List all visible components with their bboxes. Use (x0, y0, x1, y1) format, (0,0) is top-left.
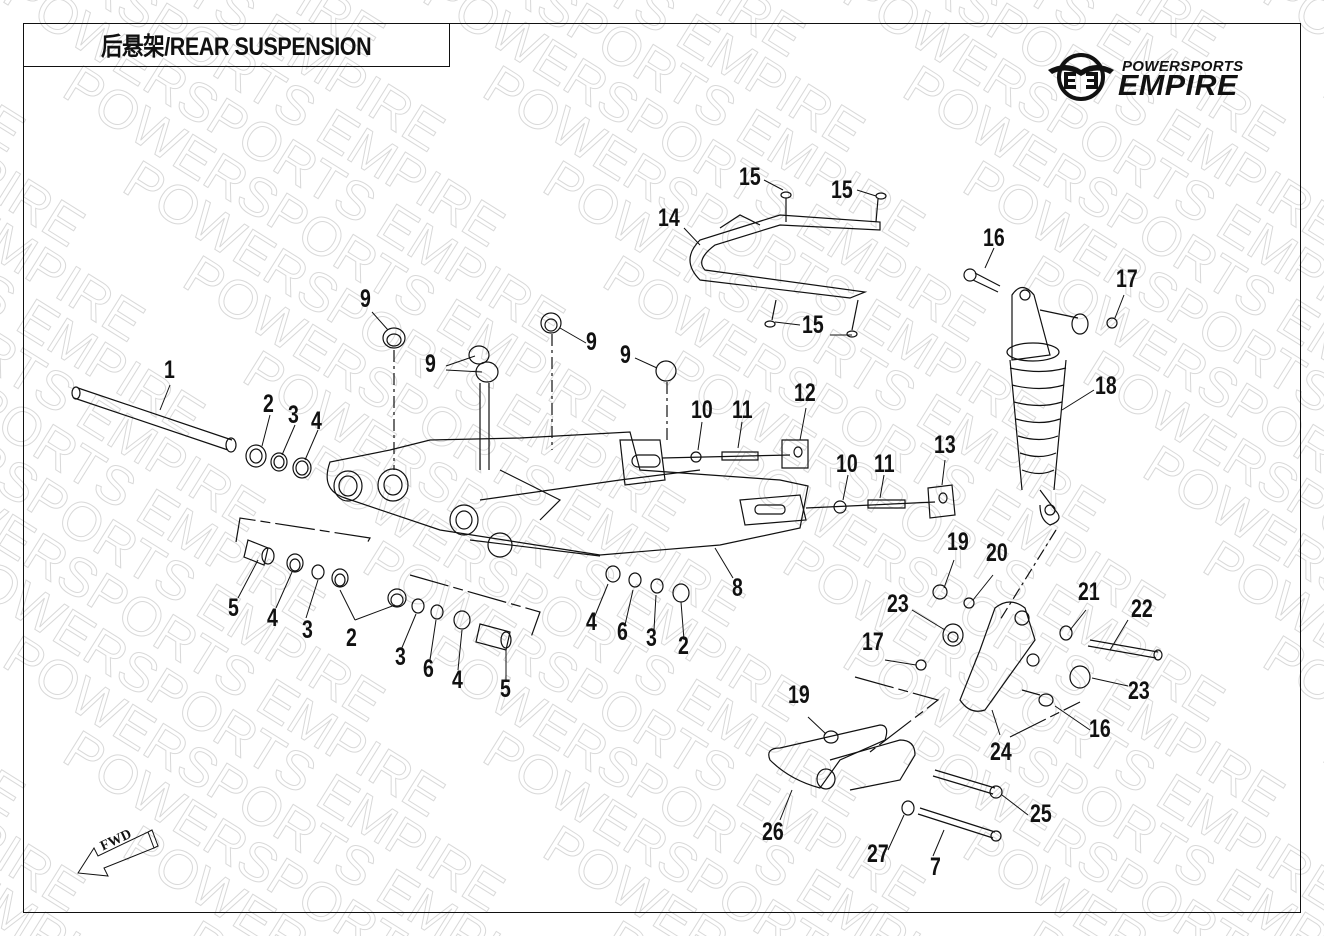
empire-wings-logo-icon (1048, 53, 1114, 101)
callout-4: 4 (586, 608, 597, 636)
brand-line2: EMPIRE (1118, 70, 1238, 102)
callout-11: 11 (732, 396, 753, 424)
callout-8: 8 (732, 574, 743, 602)
part-chain-guide (689, 214, 881, 299)
callout-20: 20 (986, 539, 1008, 567)
callout-3: 3 (302, 616, 313, 644)
callout-18: 18 (1095, 372, 1117, 400)
callout-2: 2 (678, 632, 689, 660)
callout-22: 22 (1131, 595, 1153, 623)
callout-21: 21 (1078, 578, 1100, 606)
part-screws (764, 191, 887, 338)
callout-27: 27 (867, 840, 889, 868)
callout-15: 15 (831, 176, 853, 204)
forward-arrow-icon (77, 829, 159, 877)
callout-15: 15 (802, 311, 824, 339)
callout-15: 15 (739, 163, 761, 191)
part-swing-arm (326, 431, 809, 558)
callout-7: 7 (930, 853, 941, 881)
callout-9: 9 (425, 350, 436, 378)
callout-23: 23 (887, 590, 909, 618)
callout-9: 9 (586, 328, 597, 356)
callout-5: 5 (500, 675, 511, 703)
part-adjusters-lower (805, 484, 956, 519)
callout-11: 11 (874, 450, 895, 478)
callout-2: 2 (263, 390, 274, 418)
callout-19: 19 (788, 681, 810, 709)
part-caps (382, 312, 677, 470)
callout-4: 4 (311, 407, 322, 435)
brand-line1: POWERSPORTS (1122, 58, 1244, 75)
leader-lines (159, 179, 1129, 857)
callout-12: 12 (794, 379, 816, 407)
title-box: 后悬架/REAR SUSPENSION (23, 23, 450, 67)
callout-16: 16 (1089, 715, 1111, 743)
callout-16: 16 (983, 224, 1005, 252)
callout-6: 6 (423, 655, 434, 683)
callout-24: 24 (990, 738, 1012, 766)
callout-17: 17 (1116, 265, 1138, 293)
callout-19: 19 (947, 528, 969, 556)
callout-6: 6 (617, 618, 628, 646)
diagram-frame (23, 23, 1301, 913)
callout-26: 26 (762, 818, 784, 846)
callout-23: 23 (1128, 677, 1150, 705)
callout-3: 3 (395, 643, 406, 671)
callout-1: 1 (164, 356, 175, 384)
part-linkage (768, 584, 1163, 842)
callout-10: 10 (836, 450, 858, 478)
callout-3: 3 (646, 624, 657, 652)
part-bearings-upper (245, 444, 312, 479)
callout-13: 13 (934, 431, 956, 459)
callout-25: 25 (1030, 800, 1052, 828)
callout-9: 9 (620, 341, 631, 369)
callout-3: 3 (288, 401, 299, 429)
part-axle (71, 386, 237, 453)
callout-17: 17 (862, 628, 884, 656)
part-bearings-lower (235, 517, 690, 651)
callout-9: 9 (360, 285, 371, 313)
callout-14: 14 (658, 204, 680, 232)
callout-5: 5 (228, 594, 239, 622)
callout-4: 4 (452, 666, 463, 694)
part-shock-absorber (963, 268, 1118, 621)
page-title: 后悬架/REAR SUSPENSION (100, 32, 372, 61)
callout-4: 4 (267, 604, 278, 632)
brand-logo: POWERSPORTS EMPIRE (1046, 52, 1286, 102)
callout-2: 2 (346, 624, 357, 652)
part-adjusters-upper (661, 439, 809, 469)
callout-10: 10 (691, 396, 713, 424)
